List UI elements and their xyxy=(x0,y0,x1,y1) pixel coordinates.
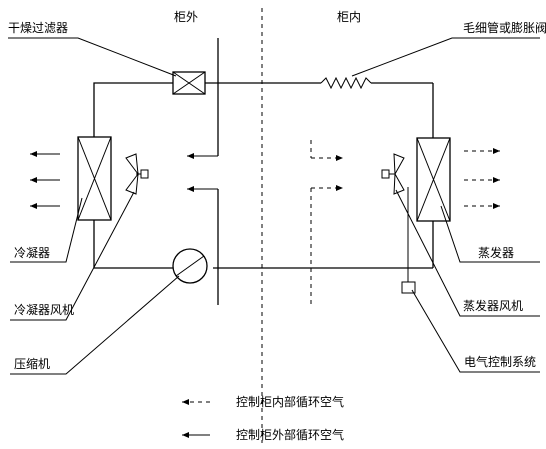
label-evaporator: 蒸发器 xyxy=(478,245,514,260)
inside-air-arrows xyxy=(464,148,500,209)
outside-region-title: 柜外 xyxy=(174,10,198,24)
legend: 控制柜内部循环空气 控制柜外部循环空气 xyxy=(182,394,344,442)
evaporator-fan xyxy=(381,153,405,195)
condenser-fan xyxy=(125,153,149,195)
label-control-system: 电气控制系统 xyxy=(464,354,536,369)
electrical-control-box xyxy=(401,187,416,294)
label-condenser-fan: 冷凝器风机 xyxy=(14,302,74,317)
evaporator xyxy=(416,137,451,222)
label-compressor: 压缩机 xyxy=(14,356,50,371)
inside-air-duct xyxy=(310,140,343,305)
legend-inside-air: 控制柜内部循环空气 xyxy=(236,394,344,409)
refrigerant-pipe-loop xyxy=(93,82,434,269)
label-dryer-filter: 干燥过滤器 xyxy=(8,21,68,35)
dryer-filter xyxy=(172,71,206,95)
label-evaporator-fan: 蒸发器风机 xyxy=(463,298,523,313)
outside-air-arrows xyxy=(30,151,218,209)
condenser xyxy=(77,136,112,221)
label-capillary: 毛细管或膨胀阀 xyxy=(463,20,546,35)
leader-lines xyxy=(8,37,540,375)
inside-region-title: 柜内 xyxy=(337,10,361,24)
capillary-tube xyxy=(320,76,372,90)
label-condenser: 冷凝器 xyxy=(14,245,50,260)
compressor xyxy=(172,248,208,284)
legend-outside-air: 控制柜外部循环空气 xyxy=(236,427,344,442)
